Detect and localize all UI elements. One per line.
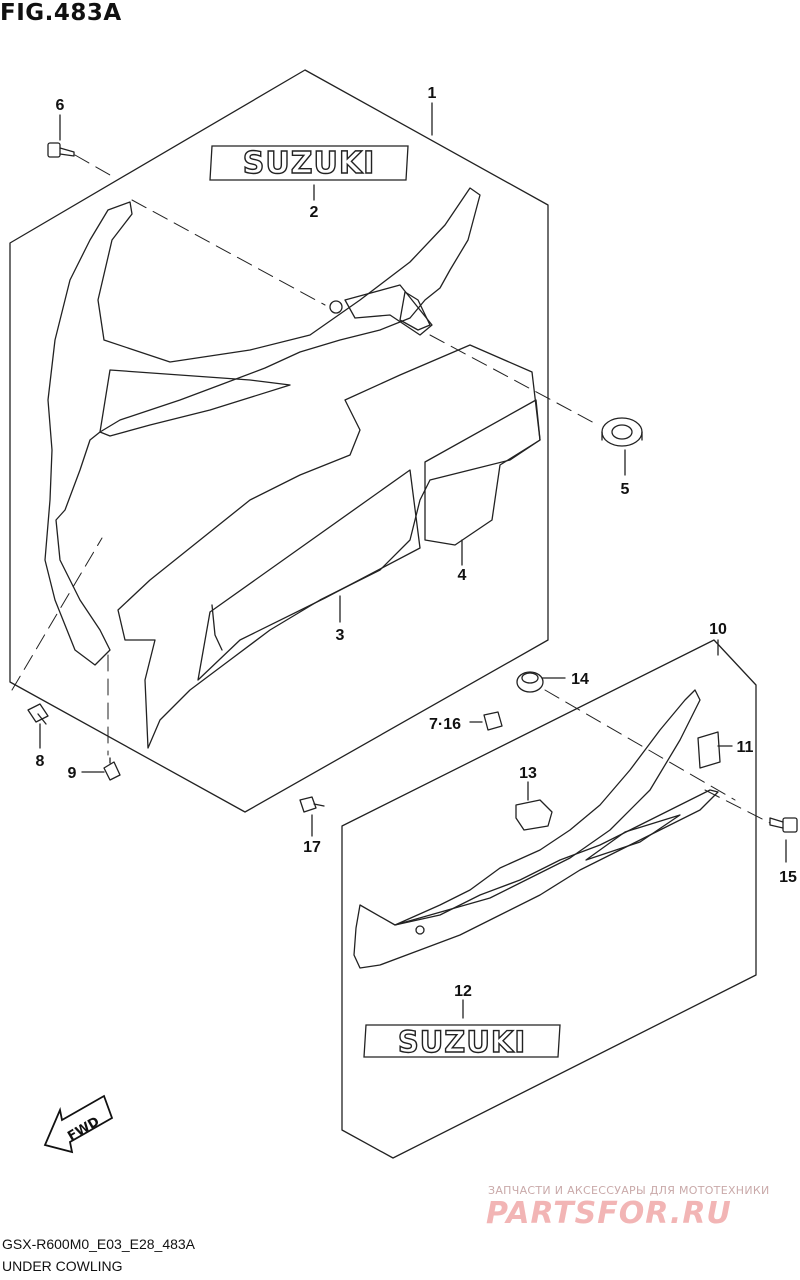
lower-cowling-body	[353, 789, 719, 969]
callout-10: 10	[709, 621, 727, 638]
callout-7-16: 7·16	[429, 716, 461, 733]
upper-cowling-body	[44, 187, 481, 666]
rivet-part-9	[103, 757, 121, 781]
emblem-2-text: SUZUKI	[243, 146, 376, 181]
inner-panel-detail	[197, 469, 421, 681]
callout-13: 13	[519, 765, 537, 782]
callout-5: 5	[621, 481, 630, 498]
callout-11: 11	[737, 739, 754, 756]
lower-cowling-vent	[585, 814, 681, 861]
cushion-part-14	[516, 671, 544, 693]
callout-17: 17	[303, 839, 321, 856]
callout-14: 14	[571, 671, 589, 688]
emblem-part-2: SUZUKI	[209, 145, 409, 182]
lower-assembly-frame	[341, 639, 757, 1159]
lower-cowling-upper-edge	[394, 689, 701, 926]
callout-6: 6	[56, 97, 65, 114]
figure-name: UNDER COWLING	[2, 1258, 123, 1274]
dash-upper	[131, 199, 326, 306]
pad-part-4	[424, 399, 541, 546]
bolt-part-6	[47, 142, 75, 158]
dash-15	[704, 789, 771, 824]
plate-part-11	[697, 731, 721, 769]
dash-8	[11, 537, 103, 691]
inner-panel-part-3	[117, 344, 541, 749]
callout-12: 12	[454, 983, 472, 1000]
dash-lower	[544, 689, 736, 801]
clip-part-13	[515, 799, 553, 831]
watermark-brand: PARTSFOR.RU	[486, 1196, 732, 1231]
callout-1: 1	[428, 85, 437, 102]
mount-bracket	[399, 291, 431, 331]
screw-part-17	[299, 796, 325, 813]
upper-cowling-inner	[99, 369, 291, 437]
bolt-part-15	[769, 817, 798, 833]
upper-cowling-edge	[344, 284, 433, 336]
watermark-tagline: ЗАПЧАСТИ И АКСЕССУАРЫ ДЛЯ МОТОТЕХНИКИ	[488, 1184, 770, 1197]
upper-cowling-mount-hole	[329, 300, 343, 314]
dash-6	[74, 154, 111, 176]
nut-part-7-16	[483, 711, 503, 731]
upper-assembly-frame	[9, 69, 549, 813]
grommet-part-5	[601, 417, 643, 447]
emblem-part-12: SUZUKI	[363, 1024, 561, 1060]
dash-5	[429, 334, 599, 426]
figure-title: FIG.483A	[0, 0, 122, 26]
figure-model-code: GSX-R600M0_E03_E28_483A	[2, 1236, 196, 1252]
callout-3: 3	[336, 627, 345, 644]
emblem-12-text: SUZUKI	[398, 1025, 526, 1059]
screw-part-8	[27, 703, 49, 725]
callout-4: 4	[458, 567, 467, 584]
forward-direction-indicator: FWD	[43, 1094, 114, 1154]
callout-15: 15	[779, 869, 797, 886]
callout-2: 2	[310, 204, 319, 221]
inner-panel-wire	[211, 604, 223, 651]
lower-cowling-hole	[415, 925, 425, 935]
callout-9: 9	[68, 765, 77, 782]
callout-8: 8	[36, 753, 45, 770]
